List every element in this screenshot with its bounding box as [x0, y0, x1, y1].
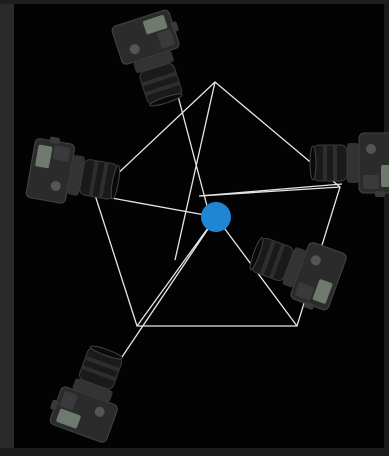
camera-right — [310, 133, 389, 197]
camera-top — [111, 8, 199, 112]
camera-left — [25, 134, 124, 212]
camera-inner-right — [242, 224, 348, 315]
subject-dot-icon — [201, 202, 231, 232]
camera-bottom — [45, 338, 136, 444]
